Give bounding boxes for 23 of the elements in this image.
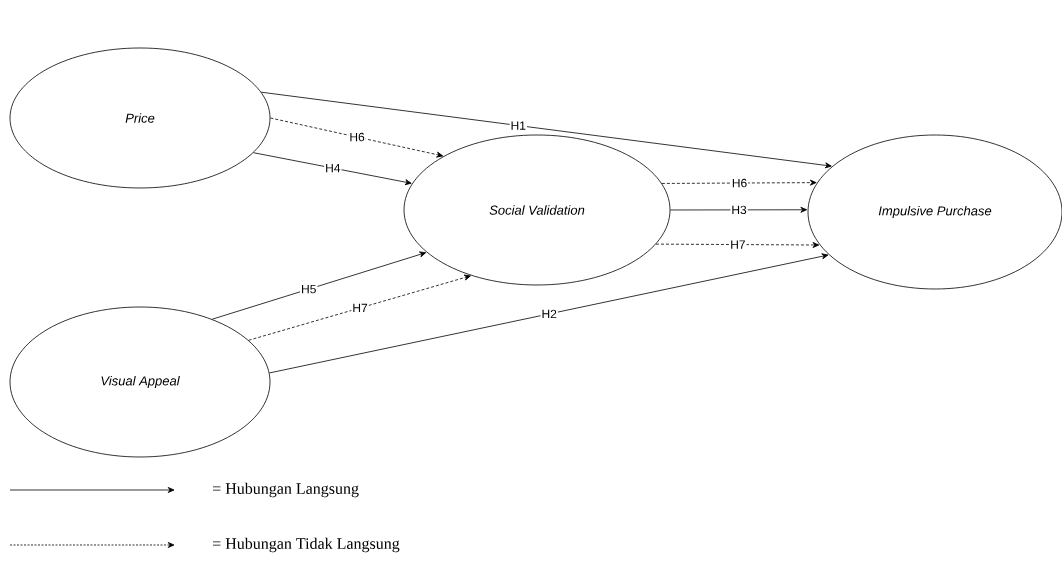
ellipse-node: Visual Appeal <box>9 306 271 458</box>
edge-label: H7 <box>731 240 745 249</box>
ellipse-node: Social Validation <box>403 134 671 286</box>
edge-label: H1 <box>511 121 526 130</box>
ellipse-node: Price <box>9 47 271 189</box>
arrow <box>211 251 427 320</box>
edge-label: H4 <box>326 163 341 173</box>
edge-label: H5 <box>302 284 316 294</box>
arrow <box>248 274 471 341</box>
edge-label: H3 <box>732 205 747 215</box>
edge-label: H7 <box>353 303 368 313</box>
arrow <box>253 152 412 186</box>
legend-text: = Hubungan Langsung <box>213 482 359 498</box>
edge-label: H2 <box>542 309 557 319</box>
arrow <box>270 117 444 158</box>
edge-label: H6 <box>350 132 365 142</box>
arrow <box>670 206 808 213</box>
arrow <box>661 179 817 186</box>
arrow <box>655 242 820 248</box>
arrow <box>269 253 829 374</box>
legend-text: = Hubungan Tidak Langsung <box>213 537 400 553</box>
arrow <box>260 91 832 169</box>
edge-label: H6 <box>732 178 747 188</box>
